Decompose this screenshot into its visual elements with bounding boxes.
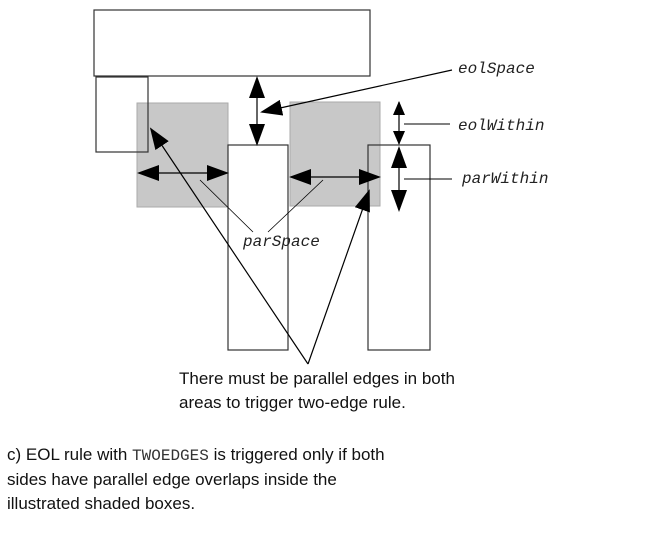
par-space-label: parSpace — [242, 233, 320, 251]
middle-wire — [227, 144, 289, 351]
par-space-leader-right — [267, 179, 324, 233]
area-pointer-right — [307, 189, 370, 365]
caption-suffix: is triggered only if both — [208, 445, 385, 464]
figure-caption: c) EOL rule with TWOEDGES is triggered o… — [7, 443, 385, 516]
right-wire — [367, 144, 431, 351]
top-wire — [93, 9, 371, 77]
annotation-line-1: There must be parallel edges in both — [179, 369, 455, 388]
caption-line-1: c) EOL rule with TWOEDGES is triggered o… — [7, 443, 385, 468]
left-stub-wire — [95, 76, 149, 153]
eol-space-label: eolSpace — [458, 60, 535, 78]
annotation-line-2: areas to trigger two-edge rule. — [179, 393, 406, 412]
eol-within-label: eolWithin — [458, 117, 544, 135]
caption-prefix: c) EOL rule with — [7, 445, 133, 464]
par-space-leader-left — [199, 179, 254, 233]
shaded-box-left — [136, 102, 229, 208]
eol-space-leader — [260, 69, 453, 116]
annotation: There must be parallel edges in both are… — [179, 367, 455, 415]
area-pointer-left — [149, 127, 309, 365]
caption-line-3: illustrated shaded boxes. — [7, 494, 196, 513]
shaded-box-right — [289, 101, 381, 207]
caption-keyword: TWOEDGES — [132, 447, 209, 465]
caption-line-2: sides have parallel edge overlaps inside… — [7, 470, 337, 489]
par-within-label: parWithin — [461, 170, 548, 188]
